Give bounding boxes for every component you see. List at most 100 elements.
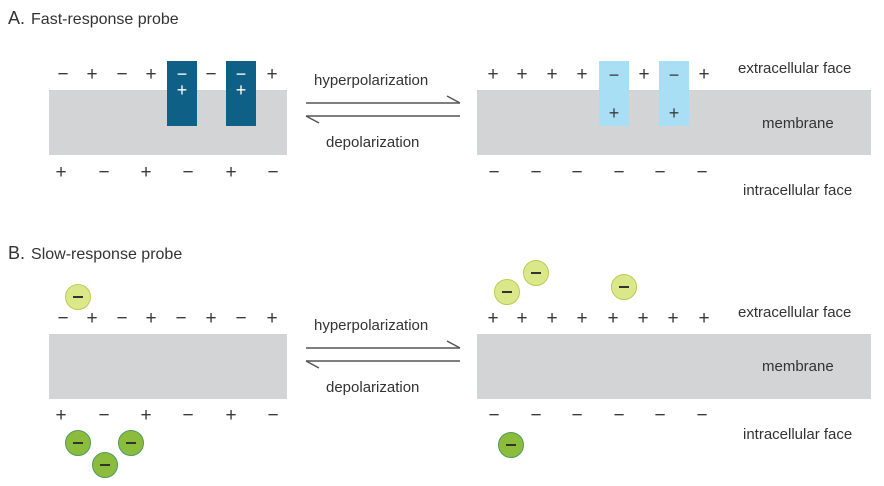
negative-charge-icon [126, 442, 136, 444]
extracellular-probe-ion [65, 284, 91, 310]
negative-charge-sign: − [571, 162, 583, 183]
negative-charge-sign: − [98, 405, 110, 426]
intracellular-probe-ion [498, 432, 524, 458]
panel-a-depolarization-label: depolarization [326, 134, 420, 151]
probe-negative-sign: − [668, 65, 680, 85]
negative-charge-sign: − [571, 405, 583, 426]
probe-negative-sign: − [176, 64, 188, 84]
positive-charge-sign: + [86, 64, 98, 85]
panel-b-title-text: Slow-response probe [31, 246, 183, 263]
positive-charge-sign: + [638, 64, 650, 85]
equilibrium-arrows-icon [305, 340, 461, 369]
negative-charge-sign: − [488, 405, 500, 426]
panel-a-equilibrium-arrows: hyperpolarization depolarization [304, 70, 464, 160]
probe-positive-sign: + [668, 103, 680, 123]
positive-charge-sign: + [576, 64, 588, 85]
negative-charge-sign: − [205, 64, 217, 85]
positive-charge-sign: + [667, 308, 679, 329]
negative-charge-sign: − [696, 162, 708, 183]
negative-charge-sign: − [235, 308, 247, 329]
negative-charge-sign: − [57, 64, 69, 85]
panel-b-letter: B. [8, 243, 26, 263]
negative-charge-sign: − [57, 308, 69, 329]
negative-charge-sign: − [98, 162, 110, 183]
negative-charge-sign: − [654, 405, 666, 426]
positive-charge-sign: + [225, 405, 237, 426]
negative-charge-sign: − [116, 64, 128, 85]
panel-a-intracellular-face-label: intracellular face [743, 182, 853, 199]
panel-a-membrane-label: membrane [762, 115, 834, 132]
positive-charge-sign: + [607, 308, 619, 329]
positive-charge-sign: + [698, 64, 710, 85]
negative-charge-icon [100, 464, 110, 466]
negative-charge-sign: − [182, 162, 194, 183]
panel-b-hyperpolarized-membrane [477, 334, 871, 399]
probe-positive-sign: + [235, 80, 247, 100]
positive-charge-sign: + [266, 64, 278, 85]
negative-charge-sign: − [488, 162, 500, 183]
negative-charge-icon [73, 296, 83, 298]
negative-charge-sign: − [696, 405, 708, 426]
negative-charge-sign: − [654, 162, 666, 183]
positive-charge-sign: + [637, 308, 649, 329]
panel-b-resting-membrane [49, 334, 287, 399]
probe-negative-sign: − [235, 64, 247, 84]
negative-charge-icon [502, 291, 512, 293]
extracellular-probe-ion [611, 274, 637, 300]
probe-negative-sign: − [608, 65, 620, 85]
intracellular-probe-ion [65, 430, 91, 456]
panel-b-depolarization-label: depolarization [326, 379, 420, 396]
panel-b-extracellular-face-label: extracellular face [738, 304, 852, 321]
panel-a-resting-probe: − + [226, 61, 256, 126]
intracellular-probe-ion [92, 452, 118, 478]
panel-a-hyperpolarized-probe: − + [659, 61, 689, 126]
positive-charge-sign: + [487, 64, 499, 85]
negative-charge-sign: − [267, 405, 279, 426]
negative-charge-sign: − [530, 162, 542, 183]
probe-positive-sign: + [176, 80, 188, 100]
equilibrium-arrows-icon [305, 95, 461, 124]
negative-charge-icon [506, 444, 516, 446]
panel-b-hyperpolarization-label: hyperpolarization [314, 317, 429, 334]
negative-charge-sign: − [175, 308, 187, 329]
panel-a-extracellular-face-label: extracellular face [738, 60, 852, 77]
panel-a-title-text: Fast-response probe [31, 11, 179, 28]
positive-charge-sign: + [225, 162, 237, 183]
panel-b-equilibrium-arrows: hyperpolarization depolarization [304, 315, 464, 405]
negative-charge-sign: − [116, 308, 128, 329]
negative-charge-icon [619, 286, 629, 288]
positive-charge-sign: + [266, 308, 278, 329]
positive-charge-sign: + [140, 405, 152, 426]
positive-charge-sign: + [145, 308, 157, 329]
panel-a-resting-probe: − + [167, 61, 197, 126]
positive-charge-sign: + [546, 64, 558, 85]
negative-charge-sign: − [182, 405, 194, 426]
positive-charge-sign: + [86, 308, 98, 329]
panel-a-title: A. Fast-response probe [8, 8, 179, 29]
positive-charge-sign: + [516, 64, 528, 85]
positive-charge-sign: + [140, 162, 152, 183]
negative-charge-sign: − [267, 162, 279, 183]
negative-charge-sign: − [530, 405, 542, 426]
positive-charge-sign: + [487, 308, 499, 329]
probe-positive-sign: + [608, 103, 620, 123]
positive-charge-sign: + [516, 308, 528, 329]
positive-charge-sign: + [698, 308, 710, 329]
extracellular-probe-ion [523, 260, 549, 286]
panel-b-title: B. Slow-response probe [8, 243, 182, 264]
positive-charge-sign: + [546, 308, 558, 329]
intracellular-probe-ion [118, 430, 144, 456]
panel-a-hyperpolarization-label: hyperpolarization [314, 72, 429, 89]
negative-charge-icon [73, 442, 83, 444]
negative-charge-sign: − [613, 405, 625, 426]
panel-b-intracellular-face-label: intracellular face [743, 426, 853, 443]
positive-charge-sign: + [145, 64, 157, 85]
positive-charge-sign: + [55, 162, 67, 183]
extracellular-probe-ion [494, 279, 520, 305]
panel-a-letter: A. [8, 8, 26, 28]
negative-charge-icon [531, 272, 541, 274]
panel-a-hyperpolarized-probe: − + [599, 61, 629, 126]
positive-charge-sign: + [55, 405, 67, 426]
panel-b-membrane-label: membrane [762, 358, 834, 375]
positive-charge-sign: + [576, 308, 588, 329]
